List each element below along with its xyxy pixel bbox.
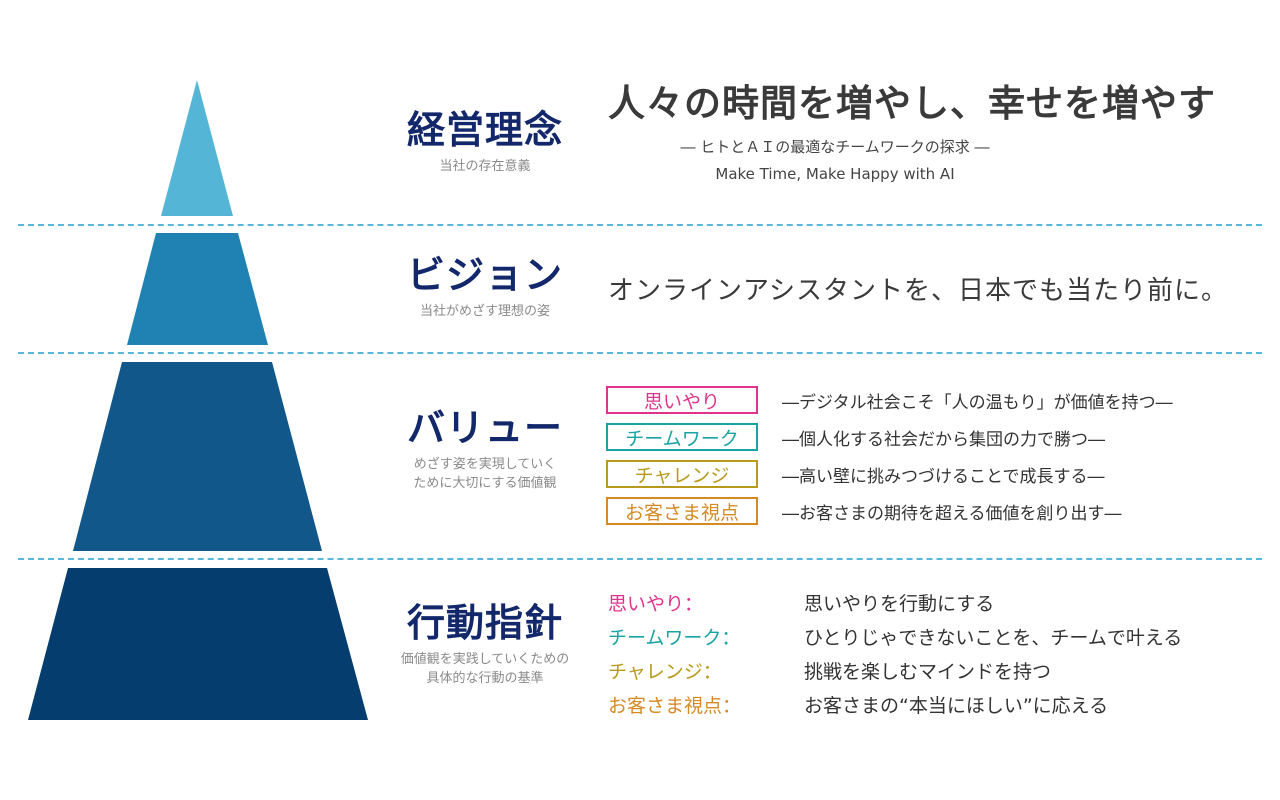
philosophy-heading-block: 経営理念 当社の存在意義	[370, 108, 600, 177]
vision-heading-block: ビジョン 当社がめざす理想の姿	[370, 253, 600, 322]
philosophy-content: 人々の時間を増やし、幸せを増やす ― ヒトとＡＩの最適なチームワークの探求 ― …	[600, 82, 1220, 183]
action-row-customer: お客さま視点： お客さまの“本当にほしい”に応える	[608, 687, 1182, 721]
value-label-challenge: チャレンジ	[606, 460, 758, 488]
pyramid-tier-values	[73, 362, 322, 551]
action-row-omoiyari: 思いやり： 思いやりを行動にする	[608, 585, 1182, 619]
value-desc-omoiyari: ―デジタル社会こそ「人の温もり」が価値を持つ―	[782, 392, 1173, 413]
action-row-teamwork: チームワーク： ひとりじゃできないことを、チームで叶える	[608, 619, 1182, 653]
philosophy-heading: 経営理念	[406, 108, 563, 152]
action-label-customer: お客さま視点：	[608, 694, 742, 717]
action-row-challenge: チャレンジ： 挑戦を楽しむマインドを持つ	[608, 653, 1182, 687]
pyramid-tier-vision	[127, 233, 268, 345]
actions-heading: 行動指針	[406, 601, 563, 645]
value-desc-teamwork: ―個人化する社会だから集団の力で勝つ―	[782, 429, 1105, 450]
actions-subheading-line2: 具体的な行動の基準	[426, 670, 544, 686]
values-subheading: めざす姿を実現していく ために大切にする価値観	[370, 456, 600, 494]
divider-1	[18, 224, 1262, 226]
action-label-teamwork: チームワーク：	[608, 626, 741, 649]
action-desc-challenge: 挑戦を楽しむマインドを持つ	[804, 660, 1052, 683]
action-label-omoiyari: 思いやり：	[608, 592, 704, 615]
vision-heading: ビジョン	[406, 253, 563, 297]
philosophy-title: 人々の時間を増やし、幸せを増やす	[608, 82, 1216, 125]
pyramid-tier-actions	[28, 568, 368, 720]
vision-subheading: 当社がめざす理想の姿	[419, 303, 550, 319]
value-desc-customer: ―お客さまの期待を超える価値を創り出す―	[782, 503, 1122, 524]
action-label-challenge: チャレンジ：	[608, 660, 722, 683]
philosophy-subtitle-ja: ― ヒトとＡＩの最適なチームワークの探求 ―	[680, 138, 990, 157]
value-label-teamwork: チームワーク	[606, 423, 758, 451]
philosophy-subtitle-en: Make Time, Make Happy with AI	[715, 165, 955, 184]
actions-list: 思いやり： 思いやりを行動にする チームワーク： ひとりじゃできないことを、チー…	[608, 585, 1182, 721]
action-desc-teamwork: ひとりじゃできないことを、チームで叶える	[804, 626, 1183, 649]
actions-subheading-line1: 価値観を実践していくための	[400, 651, 570, 667]
action-desc-omoiyari: 思いやりを行動にする	[804, 592, 995, 615]
values-subheading-line2: ために大切にする価値観	[413, 475, 557, 491]
action-desc-customer: お客さまの“本当にほしい”に応える	[804, 694, 1109, 717]
value-row-challenge: チャレンジ ―高い壁に挑みつづけることで成長する―	[606, 458, 1173, 490]
actions-heading-block: 行動指針 価値観を実践していくための 具体的な行動の基準	[370, 601, 600, 689]
vision-statement: オンラインアシスタントを、日本でも当たり前に。	[608, 276, 1228, 306]
value-row-customer: お客さま視点 ―お客さまの期待を超える価値を創り出す―	[606, 495, 1173, 527]
values-subheading-line1: めざす姿を実現していく	[413, 456, 557, 472]
value-label-customer: お客さま視点	[606, 497, 758, 525]
value-desc-challenge: ―高い壁に挑みつづけることで成長する―	[782, 466, 1105, 487]
values-list: 思いやり ―デジタル社会こそ「人の温もり」が価値を持つ― チームワーク ―個人化…	[606, 384, 1173, 532]
values-heading-block: バリュー めざす姿を実現していく ために大切にする価値観	[370, 406, 600, 494]
pyramid-tier-philosophy	[161, 80, 233, 216]
divider-2	[18, 352, 1262, 354]
values-heading: バリュー	[406, 406, 563, 450]
value-row-omoiyari: 思いやり ―デジタル社会こそ「人の温もり」が価値を持つ―	[606, 384, 1173, 416]
divider-3	[18, 558, 1262, 560]
value-row-teamwork: チームワーク ―個人化する社会だから集団の力で勝つ―	[606, 421, 1173, 453]
philosophy-subheading: 当社の存在意義	[439, 158, 531, 174]
actions-subheading: 価値観を実践していくための 具体的な行動の基準	[370, 651, 600, 689]
value-label-omoiyari: 思いやり	[606, 386, 758, 414]
